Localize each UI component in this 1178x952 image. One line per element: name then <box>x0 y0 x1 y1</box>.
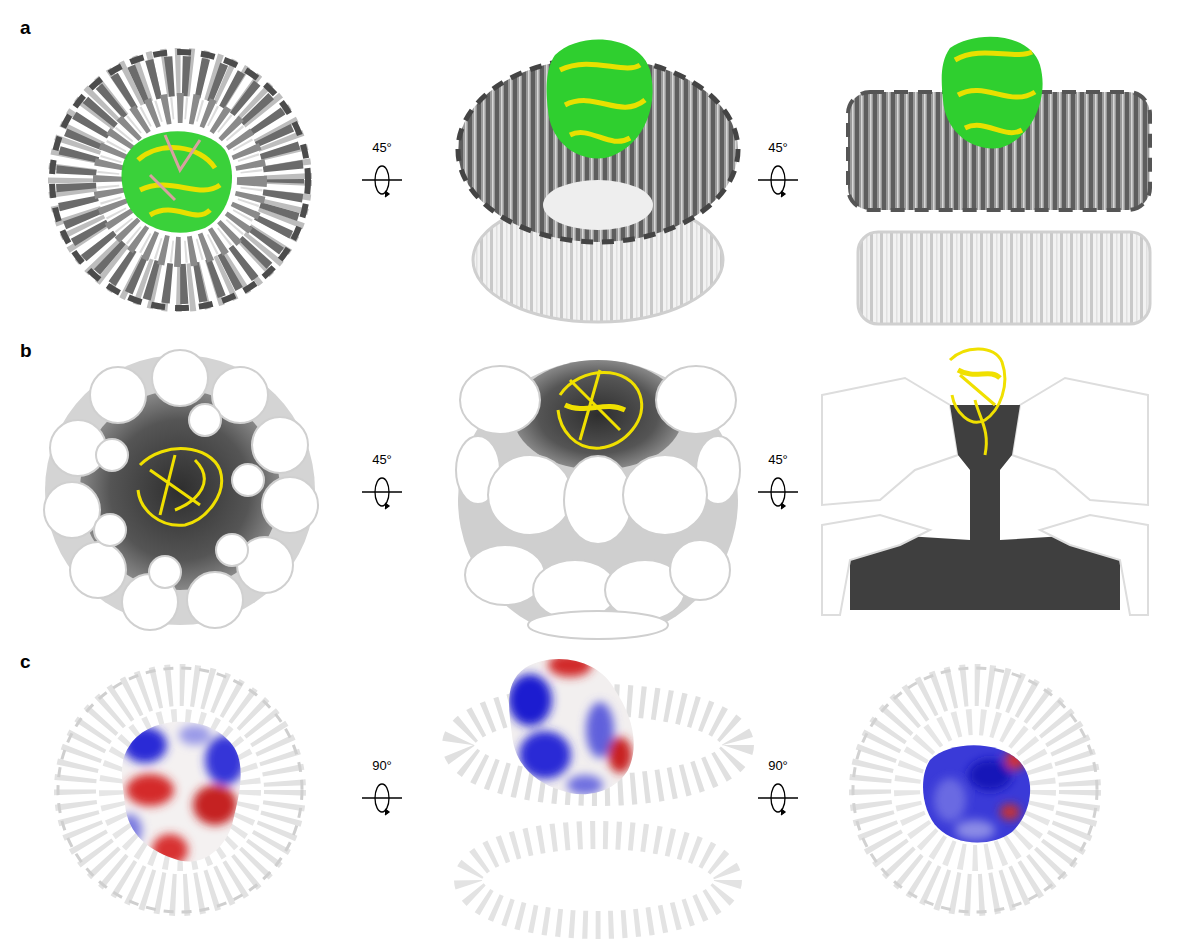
bottom-view-electrostatic <box>853 668 1097 912</box>
top-view-electrostatic <box>58 668 302 912</box>
rotation-angle: 90° <box>768 759 788 772</box>
rotation-angle: 45° <box>372 141 392 154</box>
cutaway-surface <box>822 349 1148 630</box>
rotation-angle: 90° <box>372 759 392 772</box>
side-view-ribbon <box>848 37 1150 324</box>
rotation-angle: 45° <box>768 141 788 154</box>
rotation-angle: 45° <box>768 453 788 466</box>
side-view-electrostatic <box>458 645 738 925</box>
panel-letter: c <box>20 652 31 671</box>
tilted-view-ribbon <box>458 39 738 322</box>
rotation-symbol <box>362 166 798 815</box>
panel-letter: b <box>20 341 32 360</box>
top-view-ribbon <box>52 52 308 308</box>
rotation-angle: 45° <box>372 453 392 466</box>
top-view-surface <box>44 350 318 630</box>
tilted-view-surface <box>456 360 740 640</box>
panel-letter: a <box>20 18 31 37</box>
